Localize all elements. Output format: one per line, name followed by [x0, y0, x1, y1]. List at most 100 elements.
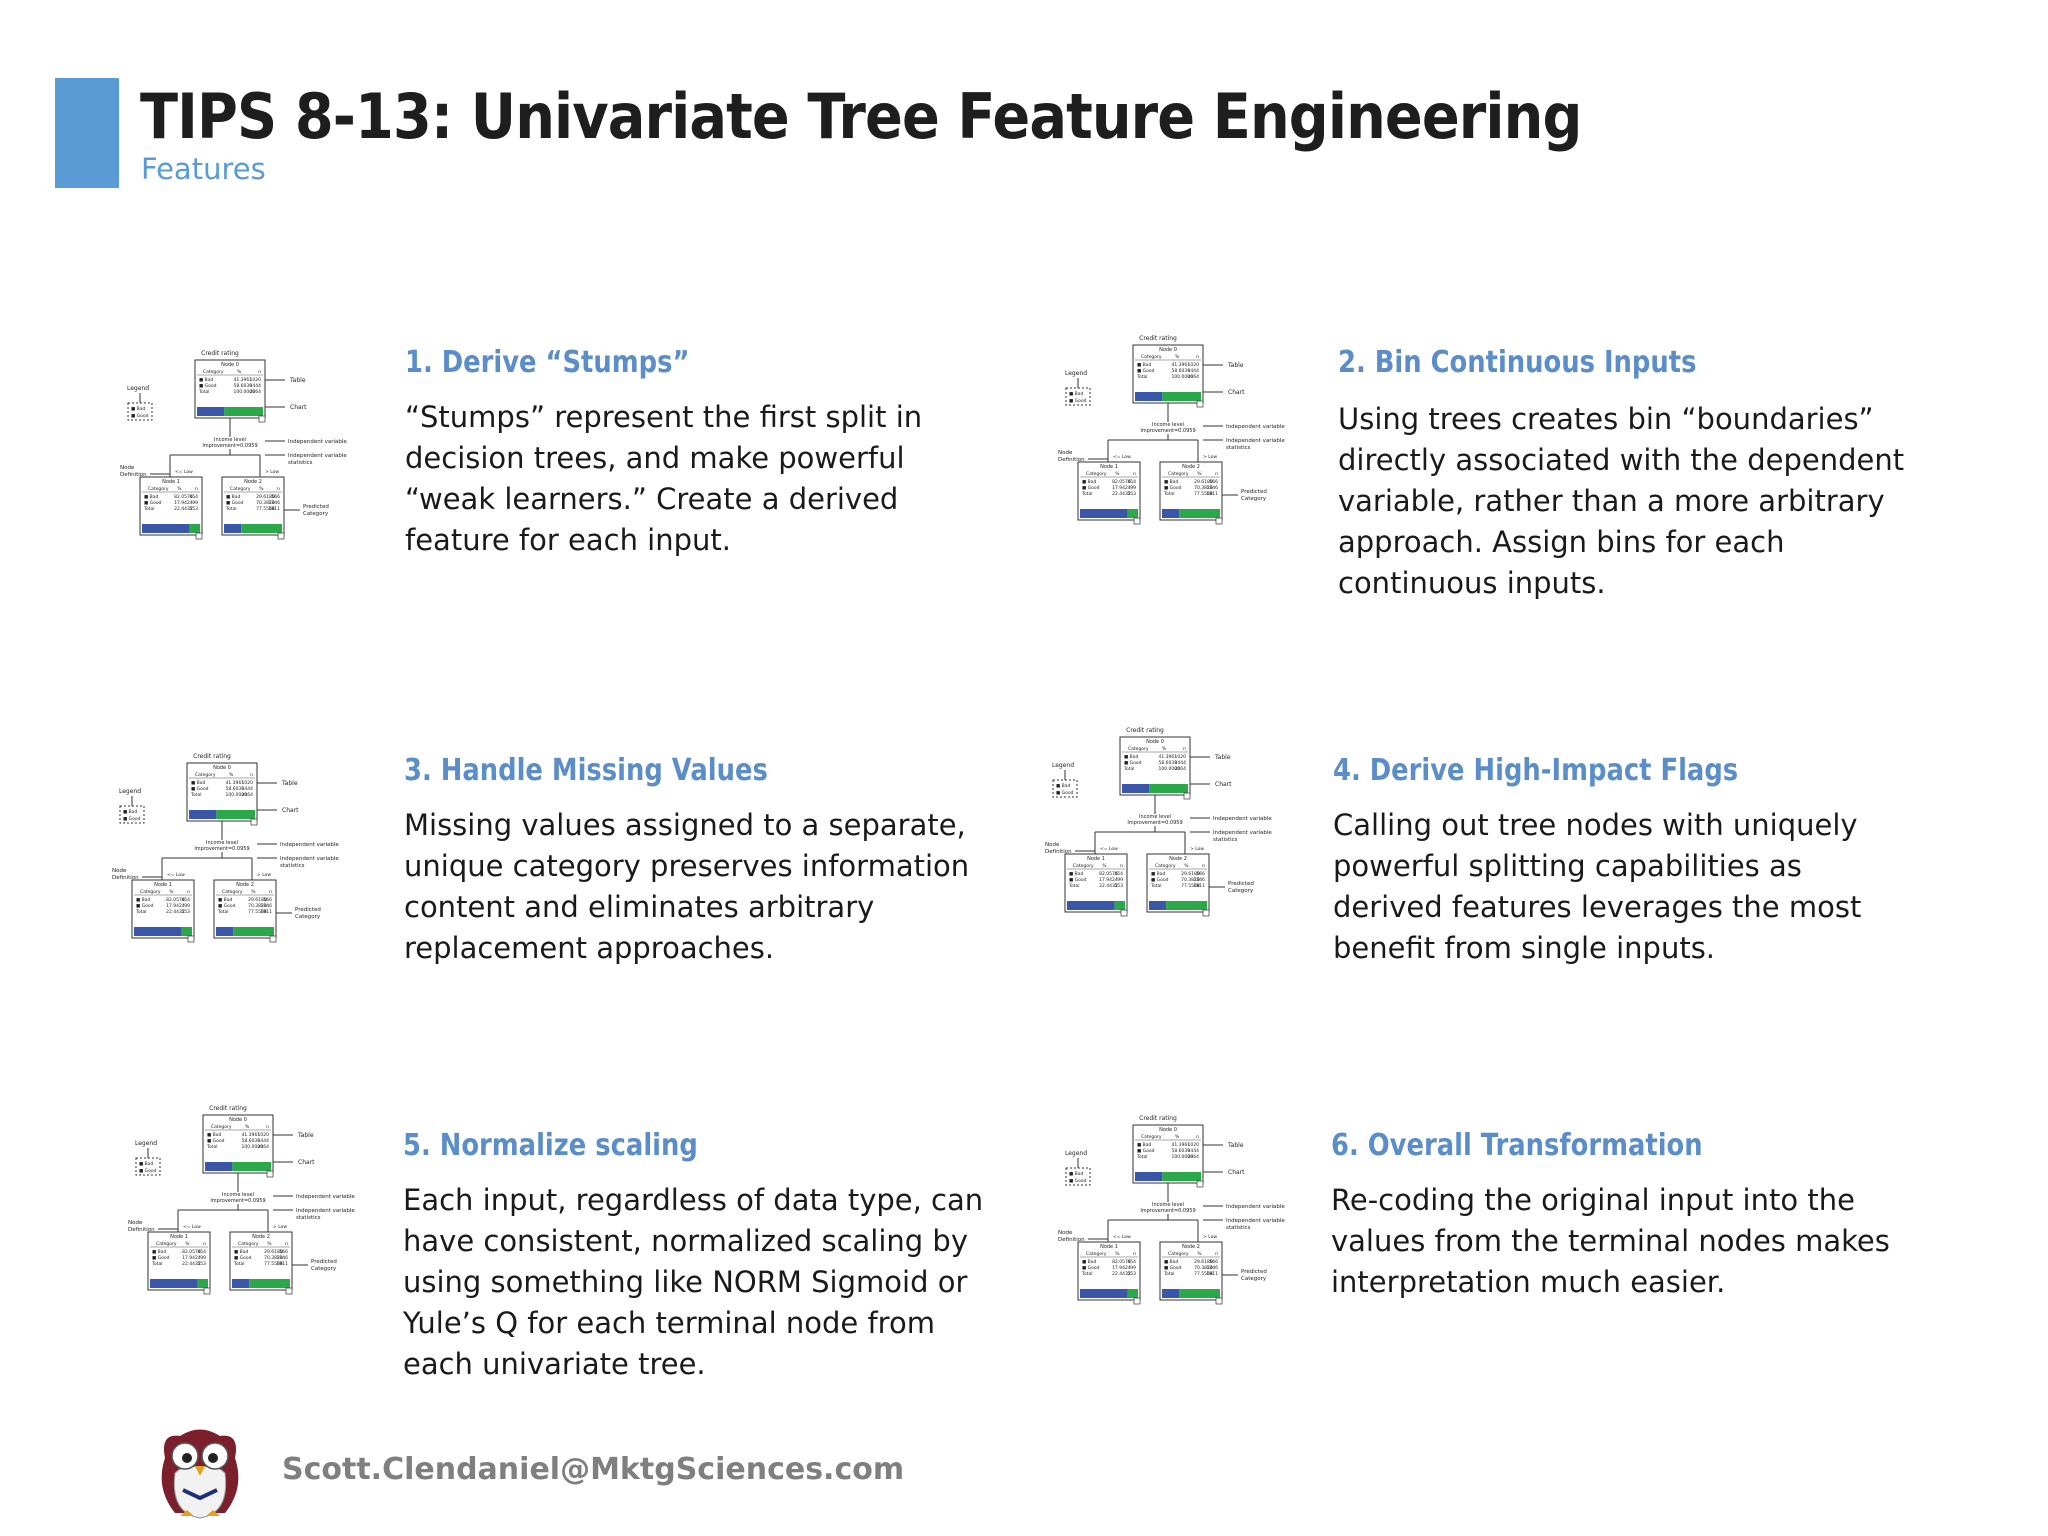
node-header-category: Category [195, 772, 216, 778]
callout-predicted-line1: Predicted [1241, 489, 1267, 495]
node-row-label: ■ Good [1082, 1265, 1100, 1271]
tip-body-line: replacement approaches. [404, 931, 775, 965]
node-header-n: n [1196, 1135, 1199, 1140]
node-header-category: Category [211, 1124, 232, 1130]
node-row-n: 1346 [277, 1255, 289, 1261]
node-header-category: Category [1128, 746, 1149, 752]
node-row-percent: 100.0000 [242, 1144, 264, 1150]
tip-body-line: “Stumps” represent the first split in [405, 400, 923, 434]
node-row-percent: 100.0000 [1172, 374, 1194, 380]
node-row-percent: 22.4432 [182, 1261, 201, 1267]
node-bar-good [181, 927, 192, 936]
node-header-percent: % [259, 486, 264, 492]
node-bar-bad [1135, 392, 1163, 401]
node-header-category: Category [1086, 1251, 1107, 1257]
tree-title: Credit rating [1139, 335, 1177, 342]
node-row-percent: 41.3961 [234, 377, 253, 383]
node-row-percent: 82.0576 [1099, 871, 1118, 877]
node-row-label: ■ Bad [191, 780, 206, 786]
node-title: Node 0 [221, 362, 239, 368]
callout-table: Table [297, 1132, 314, 1139]
tree-title: Credit rating [193, 753, 231, 760]
split-label: Income level [1152, 422, 1184, 428]
contact-email: Scott.Clendaniel@MktgSciences.com [282, 1452, 905, 1487]
node-row-percent: 70.3820 [248, 903, 267, 909]
node-row-label: ■ Bad [1137, 1142, 1152, 1148]
node-row-label: ■ Bad [234, 1249, 249, 1255]
node-bar-bad [224, 524, 242, 533]
node-row-percent: 70.3820 [1181, 877, 1200, 883]
node-header-n: n [258, 370, 261, 375]
node-row-percent: 29.6180 [1194, 1259, 1213, 1265]
node-row-label: ■ Good [136, 903, 154, 909]
callout-table: Table [289, 377, 306, 384]
callout-predicted-line1: Predicted [295, 907, 321, 913]
node-row-n: 1020 [250, 377, 262, 383]
branch-right-label: > Low [1203, 1234, 1217, 1240]
node-header-percent: % [1197, 471, 1202, 477]
node-row-label: ■ Good [218, 903, 236, 909]
node-row-n: 553 [189, 506, 198, 512]
callout-independent-variable: Independent variable [1226, 424, 1285, 430]
node-row-percent: 82.0576 [174, 494, 193, 500]
tip-body: Calling out tree nodes with uniquely pow… [1333, 805, 1861, 969]
callout-chart: Chart [282, 807, 299, 814]
tip-body-line: directly associated with the dependent [1338, 443, 1905, 477]
tip-body-line: unique category preserves information [404, 849, 970, 883]
node-header-n: n [1120, 864, 1123, 869]
tip-body-line: each univariate tree. [403, 1347, 706, 1381]
node-row-label: Total [225, 506, 237, 512]
callout-predicted-line2: Category [1241, 496, 1267, 502]
tip-title: 5. Normalize scaling [403, 1128, 698, 1163]
callout-table: Table [1214, 754, 1231, 761]
node-row-percent: 29.6180 [256, 494, 275, 500]
node-bar-good [189, 524, 200, 533]
node-row-label: Total [1068, 883, 1080, 889]
node-bar-good [224, 407, 263, 416]
node-row-n: 454 [1114, 871, 1123, 877]
node-row-n: 1911 [1194, 883, 1206, 889]
node-bar-good [1114, 901, 1125, 910]
node-header-category: Category [1155, 863, 1176, 869]
node-row-label: Total [143, 506, 155, 512]
node-bar-good [1162, 392, 1201, 401]
node-row-percent: 58.6039 [1172, 1148, 1191, 1154]
callout-iv-stats-line1: Independent variable [280, 856, 339, 862]
node-header-percent: % [237, 369, 242, 375]
node-header-n: n [250, 773, 253, 778]
node-bar-bad [216, 927, 234, 936]
tip-body-line: continuous inputs. [1338, 566, 1606, 600]
branch-right-label: > Low [265, 469, 279, 475]
tip-body-line: using something like NORM Sigmoid or [403, 1265, 968, 1299]
node-row-percent: 77.5568 [1194, 1271, 1213, 1277]
owl-mascot-logo [161, 1429, 239, 1519]
branch-left-label: <= Low [175, 469, 193, 475]
node-expand-box [1215, 1297, 1223, 1305]
node-bar-bad [1149, 901, 1167, 910]
node-row-n: 1911 [261, 909, 273, 915]
tree-title: Credit rating [209, 1105, 247, 1112]
callout-independent-variable: Independent variable [296, 1194, 355, 1200]
node-bar-bad [1080, 509, 1128, 518]
callout-iv-stats-line2: statistics [1226, 1225, 1251, 1231]
node-row-n: 566 [263, 897, 272, 903]
node-expand-box [1215, 517, 1223, 525]
tip-title: 4. Derive High-Impact Flags [1333, 753, 1739, 788]
node-row-percent: 82.0576 [182, 1249, 201, 1255]
node-expand-box [1202, 909, 1210, 917]
node-bar-good [216, 810, 255, 819]
node-expand-box [1133, 517, 1141, 525]
node-header-category: Category [1073, 863, 1094, 869]
node-row-label: ■ Bad [207, 1132, 222, 1138]
node-header-percent: % [1115, 471, 1120, 477]
tip-title: 1. Derive “Stumps” [405, 345, 690, 380]
branch-left-label: <= Low [167, 872, 185, 878]
callout-iv-stats-line2: statistics [1226, 445, 1251, 451]
node-header-n: n [195, 487, 198, 492]
node-row-n: 1444 [1188, 368, 1200, 374]
